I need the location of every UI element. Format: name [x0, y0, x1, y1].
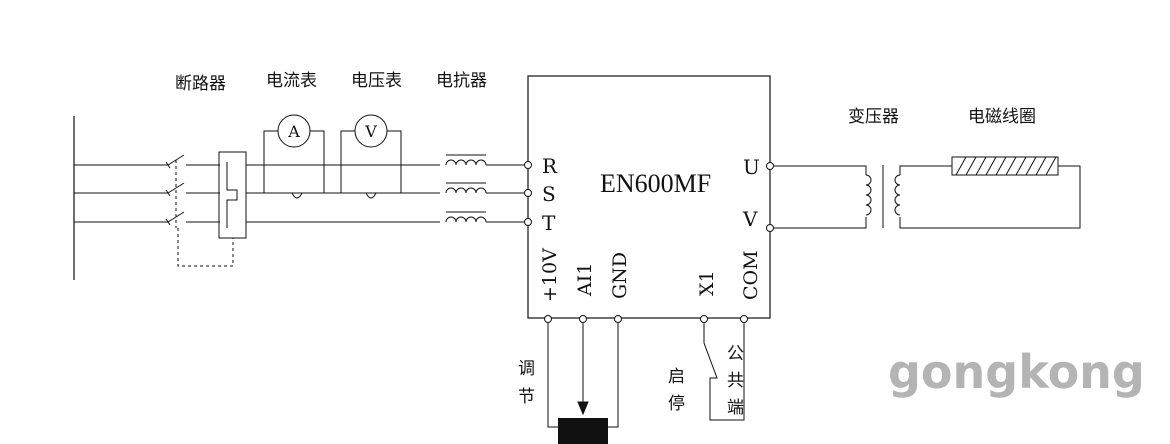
breaker-switches: [165, 154, 234, 267]
potentiometer-icon: [558, 418, 608, 444]
input-terminals: R S T: [524, 154, 558, 235]
terminal-u: U: [743, 155, 760, 179]
ammeter-symbol: A: [287, 122, 300, 141]
transformer-label: 变压器: [848, 107, 899, 127]
control-terminal-labels: +10V AI1 GND X1 COM: [539, 248, 762, 302]
ammeter: A: [263, 114, 325, 199]
terminal-com: COM: [740, 250, 762, 300]
output-wiring: [774, 165, 1081, 229]
terminal-gnd: GND: [609, 252, 631, 299]
watermark: gongkong: [888, 345, 1145, 399]
solenoid-coil: [951, 156, 1059, 176]
start-stop-char-2: 停: [668, 394, 685, 414]
terminal-t: T: [542, 211, 556, 235]
voltmeter: V: [340, 114, 402, 199]
terminal-10v: +10V: [539, 248, 561, 302]
reactor-coils: [445, 154, 524, 223]
common-char-1: 公: [727, 344, 744, 364]
output-terminals: U V: [742, 155, 774, 232]
coil-label: 电磁线圈: [968, 107, 1036, 127]
common-char-3: 端: [727, 398, 744, 418]
terminal-v: V: [742, 207, 758, 231]
breaker-trip-unit: [218, 151, 247, 239]
terminal-x1: X1: [696, 270, 718, 296]
voltmeter-label: 电压表: [351, 71, 402, 91]
common-char-2: 共: [727, 371, 744, 391]
voltage-sensor-icon: [365, 192, 377, 199]
reactor-label: 电抗器: [436, 71, 487, 91]
terminal-ai1: AI1: [574, 263, 596, 297]
control-terminals: [544, 315, 748, 323]
current-transformer-icon: [291, 192, 303, 199]
terminal-s: S: [542, 182, 556, 206]
start-stop-switch: [703, 323, 745, 421]
ammeter-label: 电流表: [266, 71, 317, 91]
terminal-r: R: [542, 154, 558, 178]
drive-box: [527, 75, 771, 319]
adjust-char-1: 调: [518, 359, 535, 379]
potentiometer-wiring: [547, 323, 619, 428]
supply-lines: [74, 164, 168, 223]
breaker-label: 断路器: [175, 74, 226, 94]
voltmeter-symbol: V: [364, 122, 377, 141]
start-stop-char-1: 启: [668, 367, 685, 387]
drive-model: EN600MF: [600, 169, 711, 198]
adjust-char-2: 节: [518, 387, 535, 407]
